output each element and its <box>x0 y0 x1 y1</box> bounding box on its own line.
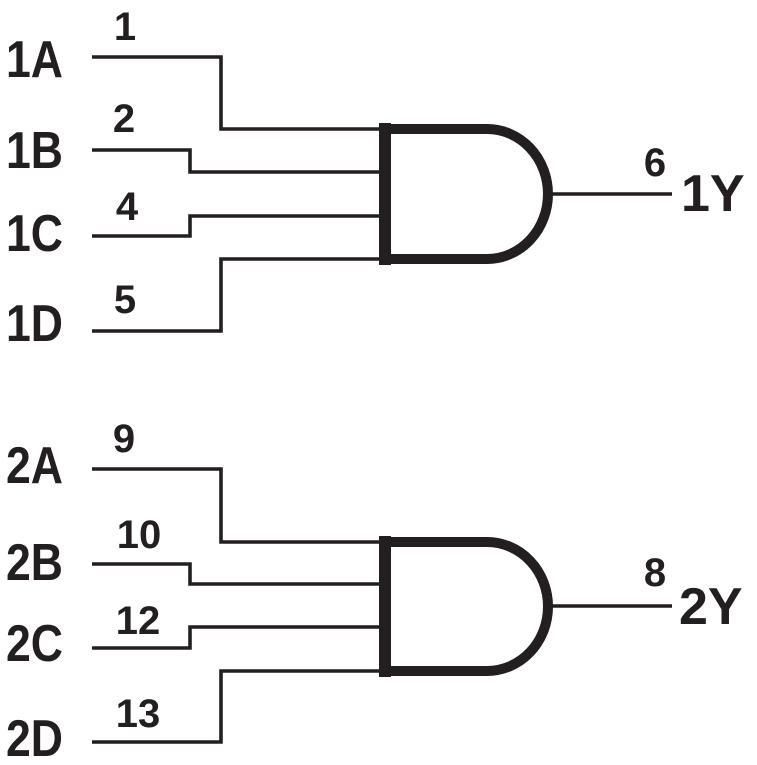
gate-2: 2A 2B 2C 2D 9 10 12 13 8 2Y <box>6 417 743 765</box>
input-label-1a: 1A <box>6 31 63 89</box>
gate-1: 1A 1B 1C 1D 1 2 4 5 6 1Y <box>6 5 745 353</box>
pin-number-9: 9 <box>113 417 135 461</box>
input-label-1c: 1C <box>6 205 63 263</box>
pin-number-12: 12 <box>116 599 161 643</box>
wire-input-1a <box>92 55 385 131</box>
input-label-1b: 1B <box>6 122 63 180</box>
output-label-1y: 1Y <box>681 165 745 223</box>
wire-input-2a <box>92 467 385 544</box>
pin-number-5: 5 <box>114 278 136 322</box>
input-label-2c: 2C <box>6 615 63 673</box>
input-label-2b: 2B <box>6 534 63 592</box>
wire-input-2d <box>92 669 385 744</box>
pin-number-8: 8 <box>644 551 666 595</box>
and-gate-2-icon <box>380 537 553 676</box>
pin-number-6: 6 <box>644 141 666 185</box>
pin-number-4: 4 <box>116 185 139 229</box>
wire-input-2b <box>92 562 385 586</box>
input-label-1d: 1D <box>6 295 63 353</box>
pin-number-1: 1 <box>114 5 136 49</box>
pin-number-10: 10 <box>117 513 162 557</box>
pin-number-2: 2 <box>113 97 135 141</box>
wire-input-1d <box>92 257 385 333</box>
wire-input-1c <box>92 214 385 238</box>
input-label-2d: 2D <box>6 710 63 765</box>
input-label-2a: 2A <box>6 437 63 495</box>
output-label-2y: 2Y <box>679 578 743 636</box>
wire-input-2c <box>92 625 385 650</box>
and-gate-1-icon <box>380 124 553 264</box>
pin-number-13: 13 <box>116 692 161 736</box>
wire-input-1b <box>92 148 385 174</box>
